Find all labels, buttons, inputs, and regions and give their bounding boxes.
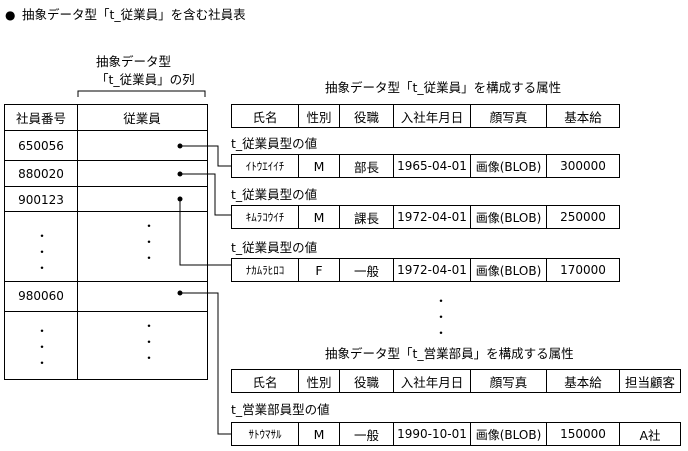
employee-type-caption: 抽象データ型「t_従業員」を構成する属性 xyxy=(325,80,562,95)
reference-line xyxy=(180,145,231,167)
record-cell: 250000 xyxy=(546,205,620,229)
row-divider xyxy=(5,130,207,131)
attr-header: 基本給 xyxy=(546,104,620,128)
row-divider xyxy=(5,186,207,187)
title-bullet: ● xyxy=(5,8,16,22)
record-cell: 300000 xyxy=(546,154,620,178)
row-divider xyxy=(5,281,207,282)
page-title: 抽象データ型「t_従業員」を含む社員表 xyxy=(22,7,246,22)
record-cell: 170000 xyxy=(546,258,620,282)
employee-type-header-row: 氏名 性別 役職 入社年月日 顔写真 基本給 xyxy=(231,104,620,128)
table-row-number: 980060 xyxy=(18,289,64,303)
record-cell: A社 xyxy=(619,422,681,446)
sales-type-header-row: 氏名 性別 役職 入社年月日 顔写真 基本給 担当顧客 xyxy=(231,369,681,393)
reference-line xyxy=(180,173,231,216)
ellipsis-dots: ・ ・ ・ xyxy=(143,219,156,265)
value-label: t_営業部員型の値 xyxy=(231,402,330,417)
value-label: t_従業員型の値 xyxy=(231,240,318,255)
record-row: ｲﾄｳｴｲｲﾁ M 部長 1965-04-01 画像(BLOB) 300000 xyxy=(231,154,620,178)
table-row-number: 900123 xyxy=(18,193,64,207)
column-bracket xyxy=(77,90,206,97)
value-label: t_従業員型の値 xyxy=(231,187,318,202)
table-row-number: 880020 xyxy=(18,167,64,181)
column-caption-line2: 「t_従業員」の列 xyxy=(96,72,195,87)
column-caption-line1: 抽象データ型 xyxy=(96,54,172,69)
header-employee: 従業員 xyxy=(123,111,161,126)
row-divider xyxy=(5,160,207,161)
record-row: ｷﾑﾗｺｳｲﾁ M 課長 1972-04-01 画像(BLOB) 250000 xyxy=(231,205,620,229)
record-row: ﾅｶﾑﾗﾋﾛｺ F 一般 1972-04-01 画像(BLOB) 170000 xyxy=(231,258,620,282)
ellipsis-dots: ・ ・ ・ xyxy=(36,229,49,275)
column-divider xyxy=(77,105,78,379)
ellipsis-dots: ・ ・ ・ xyxy=(36,324,49,370)
row-divider xyxy=(5,311,207,312)
ellipsis-dots: ・ ・ ・ xyxy=(435,294,448,340)
row-divider xyxy=(5,211,207,212)
header-employee-number: 社員番号 xyxy=(15,111,66,126)
sales-type-caption: 抽象データ型「t_営業部員」を構成する属性 xyxy=(325,346,574,361)
reference-line xyxy=(180,292,231,435)
attr-header: 担当顧客 xyxy=(619,369,681,393)
table-row-number: 650056 xyxy=(18,139,64,153)
ellipsis-dots: ・ ・ ・ xyxy=(143,319,156,365)
employee-table: 社員番号 従業員 650056 880020 900123 980060 ・ ・… xyxy=(4,104,208,380)
value-label: t_従業員型の値 xyxy=(231,136,318,151)
reference-line xyxy=(179,199,231,266)
record-row: ｻﾄｳﾏｻﾙ M 一般 1990-10-01 画像(BLOB) 150000 A… xyxy=(231,422,681,446)
